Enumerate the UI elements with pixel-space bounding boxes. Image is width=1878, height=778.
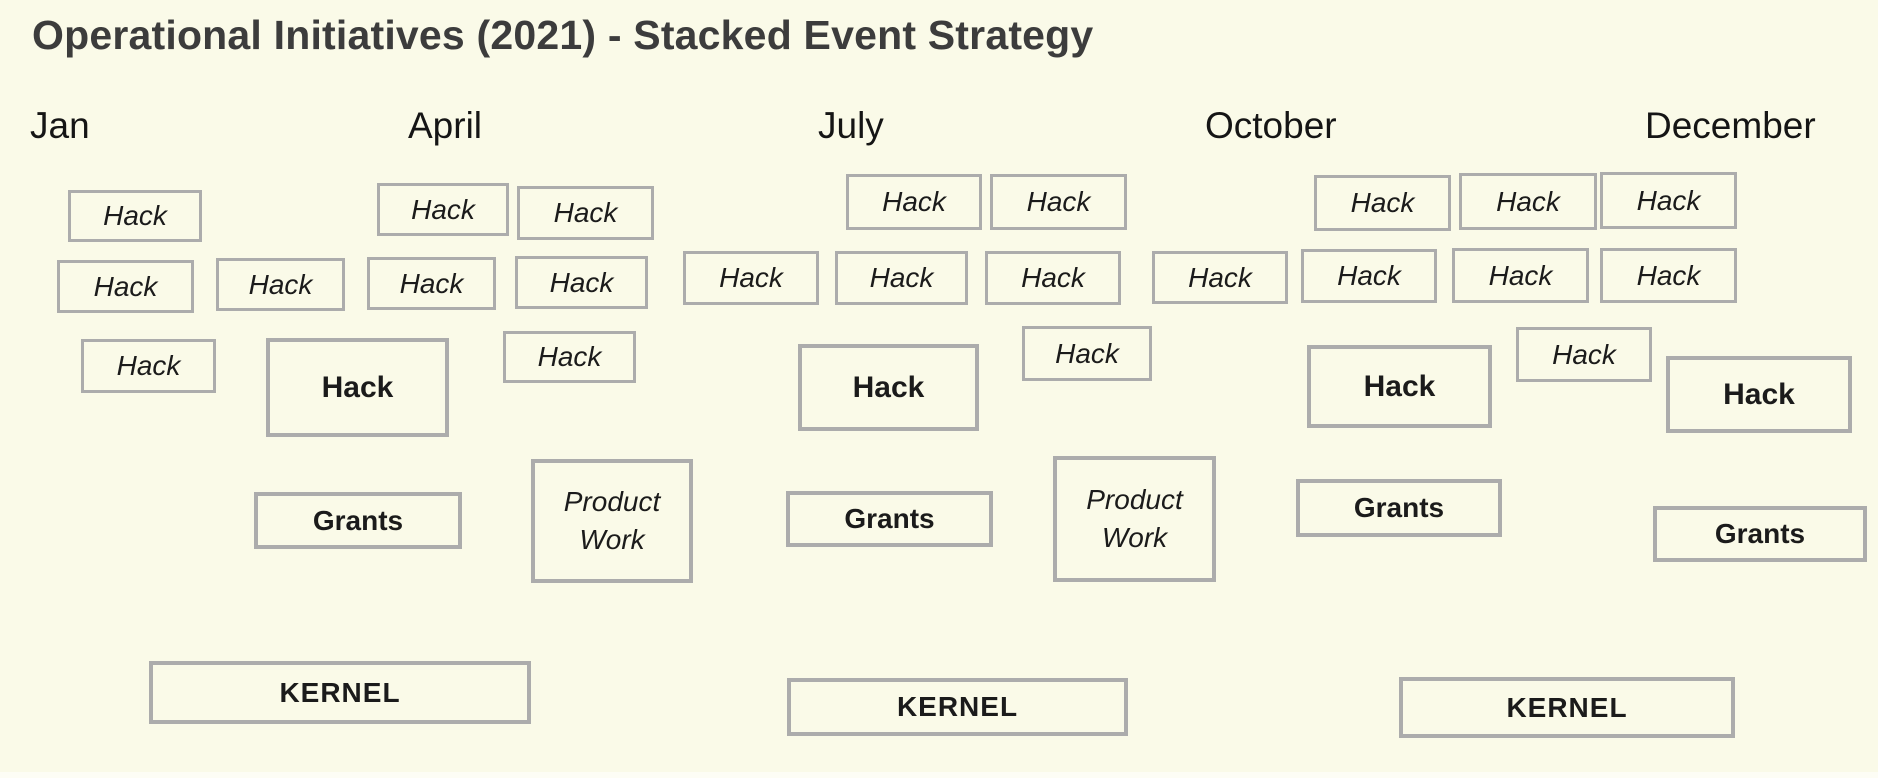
month-label-april: April <box>408 105 483 146</box>
hack-bold-box[interactable]: Hack <box>1307 345 1492 428</box>
product-work-box[interactable]: Product Work <box>1053 456 1216 582</box>
hack-box[interactable]: Hack <box>1022 326 1152 381</box>
kernel-box[interactable]: KERNEL <box>149 661 531 724</box>
product-work-box[interactable]: Product Work <box>531 459 693 583</box>
hack-bold-box[interactable]: Hack <box>266 338 449 437</box>
hack-box[interactable]: Hack <box>1152 251 1288 304</box>
hack-box[interactable]: Hack <box>985 251 1121 305</box>
hack-box[interactable]: Hack <box>683 251 819 305</box>
hack-box[interactable]: Hack <box>377 183 509 236</box>
hack-bold-box[interactable]: Hack <box>798 344 979 431</box>
hack-box[interactable]: Hack <box>846 174 982 230</box>
hack-box[interactable]: Hack <box>1301 249 1437 303</box>
grants-box[interactable]: Grants <box>1653 506 1867 562</box>
month-label-july: July <box>818 105 884 146</box>
hack-box[interactable]: Hack <box>503 331 636 383</box>
month-row: Jan April July October December <box>0 105 1878 153</box>
grants-box[interactable]: Grants <box>786 491 993 547</box>
hack-bold-box[interactable]: Hack <box>1666 356 1852 433</box>
grants-box[interactable]: Grants <box>1296 479 1502 537</box>
month-label-october: October <box>1205 105 1337 146</box>
hack-box[interactable]: Hack <box>515 256 648 309</box>
grants-box[interactable]: Grants <box>254 492 462 549</box>
hack-box[interactable]: Hack <box>517 186 654 240</box>
hack-box[interactable]: Hack <box>216 258 345 311</box>
hack-box[interactable]: Hack <box>1600 248 1737 303</box>
hack-box[interactable]: Hack <box>1516 327 1652 382</box>
page-title: Operational Initiatives (2021) - Stacked… <box>32 12 1094 58</box>
hack-box[interactable]: Hack <box>57 260 194 313</box>
month-label-december: December <box>1645 105 1816 146</box>
hack-box[interactable]: Hack <box>68 190 202 242</box>
hack-box[interactable]: Hack <box>1314 175 1451 231</box>
hack-box[interactable]: Hack <box>367 257 496 310</box>
hack-box[interactable]: Hack <box>835 251 968 305</box>
hack-box[interactable]: Hack <box>990 174 1127 230</box>
hack-box[interactable]: Hack <box>1600 172 1737 229</box>
kernel-box[interactable]: KERNEL <box>787 678 1128 736</box>
hack-box[interactable]: Hack <box>1452 248 1589 303</box>
kernel-box[interactable]: KERNEL <box>1399 677 1735 738</box>
hack-box[interactable]: Hack <box>1459 173 1597 230</box>
bottom-window-edge <box>0 772 1878 778</box>
month-label-jan: Jan <box>30 105 90 146</box>
hack-box[interactable]: Hack <box>81 339 216 393</box>
